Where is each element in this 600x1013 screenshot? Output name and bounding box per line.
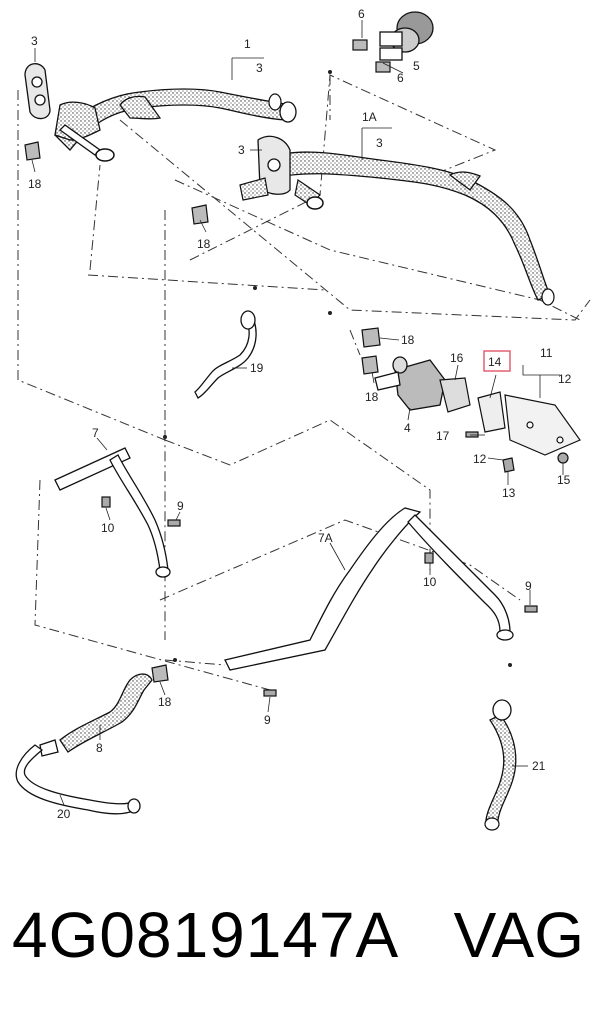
hose-19	[194, 310, 257, 399]
callout-7: 7	[92, 426, 99, 440]
clip-18	[151, 664, 169, 683]
callout-1a: 1A	[362, 110, 377, 124]
callout-12: 12	[473, 452, 487, 466]
callout-3: 3	[31, 34, 38, 48]
leader-line	[159, 519, 521, 601]
hose-clamp	[95, 148, 115, 162]
hose-21	[485, 714, 517, 821]
callout-18: 18	[401, 333, 415, 347]
caption: 4G0819147A VAG	[0, 880, 600, 990]
part-number: 4G0819147A	[12, 899, 400, 971]
callout-6: 6	[397, 71, 404, 85]
callout-20: 20	[57, 807, 71, 821]
bolt-9	[263, 689, 277, 697]
leader-line	[17, 90, 166, 640]
callout-19: 19	[250, 361, 264, 375]
clip-18	[361, 327, 381, 375]
hose-end	[279, 101, 297, 123]
callout-11: 11	[540, 346, 553, 360]
callout-18: 18	[158, 695, 172, 709]
callout-9: 9	[525, 579, 532, 593]
callout-17: 17	[436, 429, 450, 443]
hose-8	[59, 673, 153, 753]
callout-3: 3	[376, 136, 383, 150]
callout-3: 3	[238, 143, 245, 157]
clip-6	[352, 39, 391, 73]
highlight-box	[483, 350, 511, 372]
pipe-20	[15, 739, 141, 815]
nut-15	[557, 452, 569, 464]
callout-12: 12	[558, 372, 572, 386]
leader-line	[174, 179, 581, 321]
clip-18	[191, 204, 209, 225]
bracket-11	[504, 394, 581, 456]
callout-18: 18	[28, 177, 42, 191]
flange-gasket	[24, 63, 51, 120]
callout-1: 1	[244, 37, 251, 51]
pipe-7	[54, 447, 171, 578]
bolt-9	[167, 519, 181, 527]
callout-18: 18	[197, 237, 211, 251]
bolt-10	[101, 496, 111, 508]
callout-21: 21	[532, 759, 546, 773]
callout-9: 9	[177, 499, 184, 513]
callout-15: 15	[557, 473, 571, 487]
clip-18	[24, 141, 41, 161]
connector-5	[379, 11, 434, 61]
callout-16: 16	[450, 351, 464, 365]
leader-line	[119, 119, 591, 321]
coolant-pump-4	[374, 356, 446, 411]
exploded-parts-diagram: 3 1 3 6 5 6 18 1A 3 3 18 18 16 14 11 19 …	[15, 7, 591, 831]
callout-3: 3	[256, 61, 263, 75]
callout-13: 13	[502, 486, 516, 500]
bolt-17	[465, 431, 479, 438]
bracket-14	[477, 391, 506, 433]
pipe-7a	[224, 507, 514, 671]
callout-4: 4	[404, 421, 411, 435]
coolant-hose-1a	[259, 151, 551, 301]
bracket-16	[439, 377, 471, 413]
leader-line	[349, 329, 361, 356]
callout-7a: 7A	[318, 531, 333, 545]
leader-line	[89, 164, 101, 271]
left-connector	[54, 101, 102, 156]
callout-8: 8	[96, 741, 103, 755]
leader-line	[164, 419, 431, 570]
callout-10: 10	[101, 521, 115, 535]
callout-6: 6	[358, 7, 365, 21]
callout-9: 9	[264, 713, 271, 727]
bolt-9	[524, 605, 538, 613]
callout-10: 10	[423, 575, 437, 589]
callout-5: 5	[413, 59, 420, 73]
nut-13	[502, 457, 515, 473]
brand-name: VAG	[453, 899, 584, 971]
bolt-10	[424, 552, 434, 564]
callout-18: 18	[365, 390, 379, 404]
callout-14: 14	[488, 355, 502, 369]
leader-line	[34, 479, 271, 691]
leader-line	[87, 274, 326, 291]
